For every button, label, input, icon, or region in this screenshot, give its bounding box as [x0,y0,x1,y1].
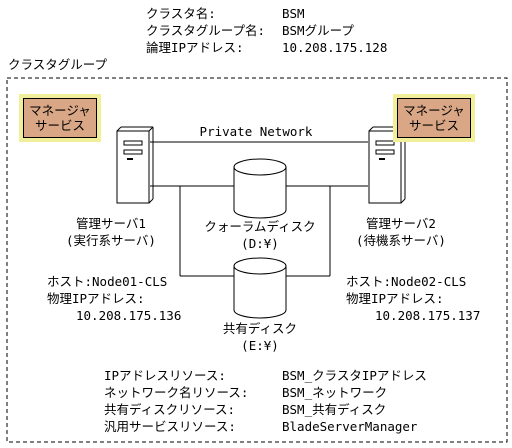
group-name-label: クラスタグループ名: [146,23,266,38]
manager-service-line2: サービス [408,118,459,133]
logical-ip-label: 論理IPアドレス: [146,40,244,55]
resource-label: ネットワーク名リソース: [104,385,249,400]
group-name-value: BSMグループ [282,23,354,38]
quorum-disk-drive: (D:¥) [241,236,279,251]
cluster-name-value: BSM [282,6,305,21]
manager-service-line1: マネージャ [403,103,465,118]
resource-value: BSM_ネットワーク [282,385,388,400]
resource-value: BladeServerManager [282,419,418,434]
quorum-disk-icon [233,158,287,219]
resource-label: 共有ディスクリソース: [104,402,236,417]
cluster-group-label: クラスタグループ [8,57,108,72]
server2-name: 管理サーバ2 [366,216,436,231]
server1-ip: 10.208.175.136 [76,308,182,323]
server2-host: ホスト:Node02-CLS [346,274,467,289]
server2-ip: 10.208.175.137 [375,308,481,323]
server2-ip-label: 物理IPアドレス: [346,291,444,306]
server2-icon [368,126,406,204]
private-network-label: Private Network [199,124,313,139]
shared-disk-icon [233,257,287,319]
resource-value: BSM_共有ディスク [282,402,387,417]
cluster-name-label: クラスタ名: [146,6,216,21]
server1-ip-label: 物理IPアドレス: [47,291,145,306]
resource-label: 汎用サービスリソース: [104,419,236,434]
resource-label: IPアドレスリソース: [104,368,226,383]
manager-service-line1: マネージャ [29,103,91,118]
server1-name: 管理サーバ1 [76,216,146,231]
manager-service-box-left: マネージャ サービス [19,94,101,142]
quorum-disk-name: クォーラムディスク [204,219,316,234]
resource-value: BSM_クラスタIPアドレス [282,368,427,383]
server1-icon [116,126,154,204]
server1-role: (実行系サーバ) [66,233,156,248]
server2-role: (待機系サーバ) [356,233,446,248]
manager-service-line2: サービス [34,118,85,133]
shared-disk-drive: (E:¥) [241,338,279,353]
shared-disk-name: 共有ディスク [222,321,298,336]
manager-service-box-right: マネージャ サービス [393,94,475,142]
cluster-group-boundary [6,77,508,443]
server1-host: ホスト:Node01-CLS [47,274,168,289]
logical-ip-value: 10.208.175.128 [282,40,388,55]
